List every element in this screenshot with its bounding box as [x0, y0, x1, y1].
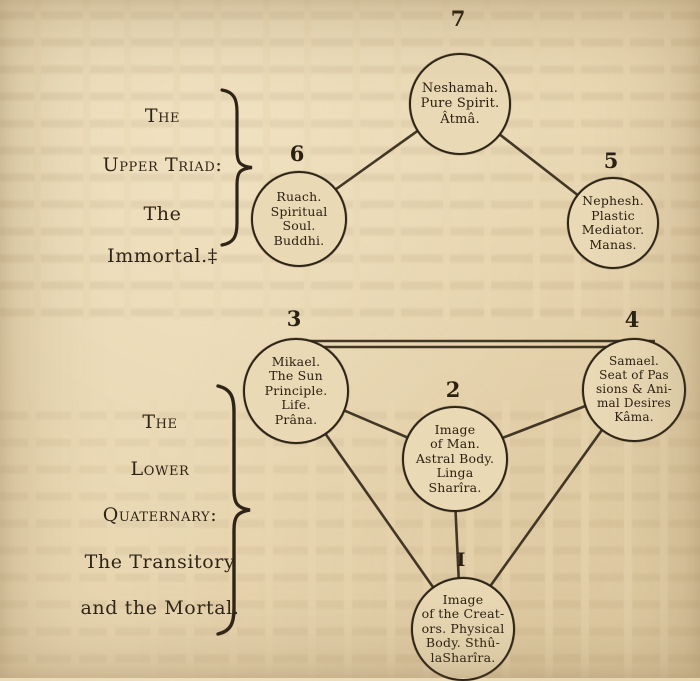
node-5-number: 5	[603, 148, 619, 173]
node-7-circle: Neshamah. Pure Spirit. Âtmâ.	[409, 53, 511, 155]
node-3-number: 3	[286, 306, 302, 331]
node-4-number: 4	[624, 307, 640, 332]
node-7-text: Neshamah. Pure Spirit. Âtmâ.	[420, 81, 500, 127]
node-1-number: I	[456, 549, 466, 571]
node-2-text: Image of Man. Astral Body. Linga Sharîra…	[415, 421, 495, 495]
lower-label-quaternary: Quaternary:	[102, 504, 218, 526]
node-2-circle: Image of Man. Astral Body. Linga Sharîra…	[402, 406, 508, 512]
node-5-text: Nephesh. Plastic Mediator. Manas.	[581, 193, 645, 252]
node-6-text: Ruach. Spiritual Soul. Buddhi.	[270, 189, 328, 248]
node-5-circle: Nephesh. Plastic Mediator. Manas.	[567, 177, 659, 269]
node-3-circle: Mikael. The Sun Principle. Life. Prâna.	[243, 338, 349, 444]
node-6-circle: Ruach. Spiritual Soul. Buddhi.	[251, 171, 347, 267]
upper-label-subtitle: The Immortal.‡	[107, 203, 218, 267]
lower-label-the: The	[142, 411, 178, 433]
lower-quaternary-label-group: The Lower Quaternary: The Transitory and…	[80, 402, 240, 635]
upper-label-the: The	[144, 105, 181, 127]
node-6-number: 6	[289, 141, 305, 166]
node-2-number: 2	[445, 377, 461, 402]
lower-label-lower: Lower	[130, 457, 190, 480]
upper-label-title: Upper Triad:	[102, 154, 223, 176]
lower-brace	[216, 384, 251, 636]
node-4-text: Samael. Seat of Pas sions & Ani- mal Des…	[595, 354, 673, 424]
node-4-circle: Samael. Seat of Pas sions & Ani- mal Des…	[582, 338, 686, 442]
upper-triad-label-group: The Upper Triad: The Immortal.‡	[85, 95, 240, 267]
node-1-circle: Image of the Creat- ors. Physical Body. …	[411, 577, 515, 681]
node-3-text: Mikael. The Sun Principle. Life. Prâna.	[264, 353, 328, 427]
lower-label-transitory: The Transitory	[84, 550, 236, 573]
node-7-number: 7	[450, 6, 466, 31]
lower-label-mortal: and the Mortal.	[80, 597, 240, 619]
node-1-text: Image of the Creat- ors. Physical Body. …	[421, 591, 505, 665]
